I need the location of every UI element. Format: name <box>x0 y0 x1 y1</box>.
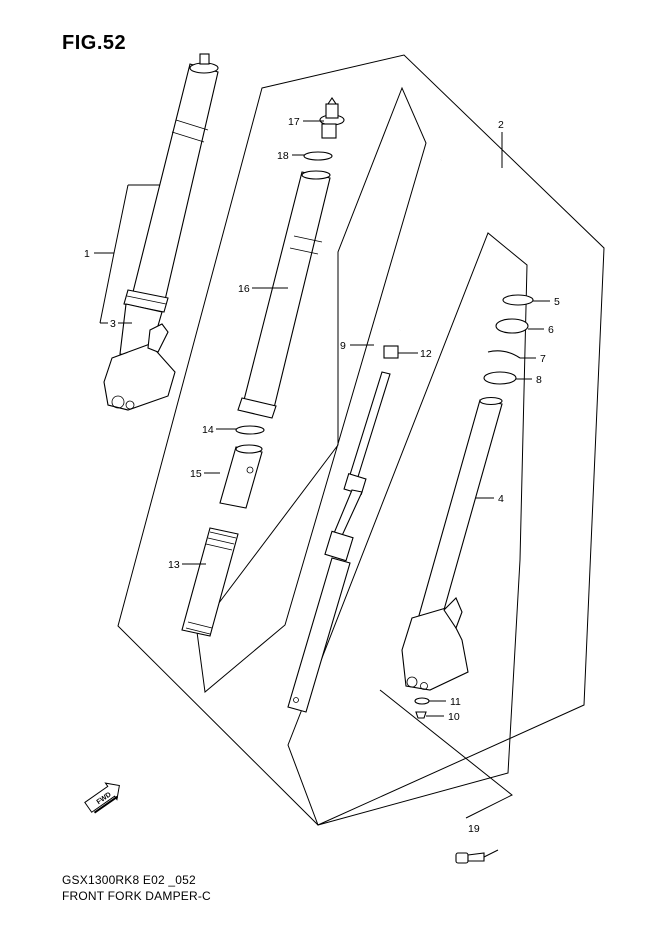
callout-7: 7 <box>540 353 546 365</box>
dust-seal-part-6 <box>495 318 529 334</box>
nut-part-12 <box>383 345 399 359</box>
figure-title: FIG.52 <box>62 32 127 54</box>
frame-19-bracket <box>379 689 513 819</box>
callout-2: 2 <box>498 119 504 131</box>
frame-outer-2 <box>117 54 605 826</box>
callout-17: 17 <box>288 116 300 128</box>
ring-part-14 <box>235 425 265 435</box>
callout-16: 16 <box>238 283 250 295</box>
outer-tube-part-16 <box>237 170 331 419</box>
diagram-caption: FRONT FORK DAMPER-C <box>62 889 211 903</box>
callout-3: 3 <box>110 318 116 330</box>
callout-10: 10 <box>448 711 460 723</box>
callout-11: 11 <box>450 696 461 708</box>
callout-labels: 1 2 3 4 5 6 7 8 9 10 11 12 13 14 15 16 1… <box>84 116 560 835</box>
callout-9: 9 <box>340 340 346 352</box>
callout-15: 15 <box>190 468 202 480</box>
callout-13: 13 <box>168 559 180 571</box>
oil-seal-part-5 <box>502 294 534 306</box>
cap-bolt-part-17 <box>319 97 345 139</box>
spring-part-13 <box>181 527 239 637</box>
spacer-part-15 <box>219 444 263 509</box>
callout-4: 4 <box>498 493 504 505</box>
bolt-part-10 <box>415 711 427 719</box>
frame-inner-4 <box>287 232 528 826</box>
callout-19: 19 <box>468 823 480 835</box>
axle-bolt-part-19 <box>455 852 485 864</box>
callout-1: 1 <box>84 248 90 260</box>
callout-12: 12 <box>420 348 432 360</box>
frame-damper-9 <box>196 86 427 693</box>
damper-rod-part-9 <box>287 159 442 713</box>
inner-tube-part-4 <box>401 396 503 691</box>
model-code: GSX1300RK8 E02 _052 <box>62 873 196 887</box>
callout-8: 8 <box>536 374 542 386</box>
callout-18: 18 <box>277 150 289 162</box>
fwd-arrow-icon: FWD <box>84 782 120 814</box>
stopper-ring-part-7 <box>487 350 521 359</box>
washer-part-11 <box>414 697 430 705</box>
o-ring-part-18 <box>303 151 333 161</box>
leader-lines <box>94 120 550 858</box>
fork-assembly-part-1 <box>103 53 219 411</box>
assembly-frames <box>117 54 605 826</box>
callout-14: 14 <box>202 424 214 436</box>
bushing-part-8 <box>483 371 517 385</box>
callout-6: 6 <box>548 324 554 336</box>
callout-5: 5 <box>554 296 560 308</box>
